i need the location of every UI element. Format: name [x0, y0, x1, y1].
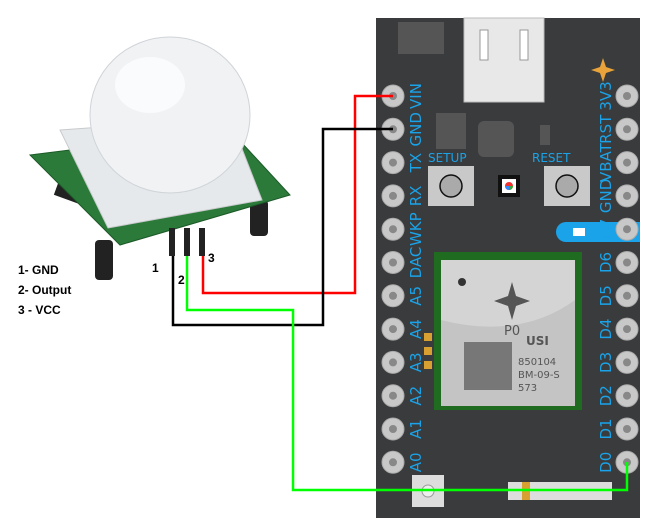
- gnd-wire: [171, 127, 393, 327]
- fresnel-dome: [89, 36, 251, 194]
- pin-hole: [389, 458, 397, 467]
- legend-vcc: 3 - VCC: [18, 303, 61, 317]
- datamatrix-code: [464, 342, 512, 390]
- module-star-icon: [494, 282, 530, 320]
- reset-button[interactable]: [544, 166, 590, 206]
- vcc-wire: [201, 94, 393, 295]
- right-pin-label: GND: [597, 179, 615, 213]
- left-pin-label: VIN: [407, 83, 425, 109]
- module-line: 850104: [518, 357, 556, 368]
- pin-hole: [623, 258, 631, 267]
- module-line: 573: [518, 383, 537, 394]
- left-pin-label: DAC: [407, 247, 425, 279]
- reset-label: RESET: [532, 151, 571, 165]
- right-pin-label: D7: [597, 219, 615, 240]
- pin-hole: [623, 191, 631, 200]
- pin-number-1: 1: [152, 261, 159, 275]
- wifi-module: P0 USI 850104 BM-09-S 573: [441, 260, 575, 406]
- pin-hole: [623, 325, 631, 334]
- pin-hole: [623, 125, 631, 134]
- right-pin-label: D6: [597, 252, 615, 273]
- left-pin-label: A0: [407, 452, 425, 472]
- pin-hole: [623, 358, 631, 367]
- output-wire: [185, 256, 629, 492]
- left-pin-label: A4: [407, 319, 425, 339]
- pir-sensor: [28, 36, 291, 280]
- rgb-led-icon: [498, 175, 520, 197]
- pin-hole: [623, 158, 631, 167]
- pin-hole: [389, 191, 397, 200]
- left-pin-label: RX: [407, 186, 425, 207]
- left-pin-label: A2: [407, 386, 425, 406]
- pin-hole: [623, 92, 631, 100]
- pin-hole: [389, 358, 397, 367]
- right-pin-label: D2: [597, 385, 615, 406]
- pin-hole: [623, 391, 631, 400]
- star-icon: [591, 58, 615, 82]
- pin-hole: [389, 391, 397, 400]
- left-pin-label: TX: [407, 153, 425, 173]
- right-pin-label: 3V3: [597, 81, 615, 110]
- pin-hole: [389, 325, 397, 334]
- left-pin-label: A1: [407, 419, 425, 439]
- pin-hole: [623, 291, 631, 300]
- pin-hole: [389, 225, 397, 234]
- pin-number-2: 2: [178, 273, 185, 287]
- module-name: P0: [504, 324, 520, 339]
- module-line: BM-09-S: [518, 370, 560, 381]
- right-pin-label: VBAT: [597, 142, 615, 182]
- usb-connector: [463, 17, 545, 103]
- pin-hole: [623, 425, 631, 433]
- setup-label: SETUP: [428, 151, 467, 165]
- right-pin-label: RST: [597, 114, 615, 144]
- pin-hole: [389, 291, 397, 300]
- left-pin-label: A3: [407, 352, 425, 372]
- right-pin-label: D3: [597, 352, 615, 373]
- legend-output: 2- Output: [18, 283, 71, 297]
- pin-hole: [623, 225, 631, 234]
- right-pin-label: D1: [597, 418, 615, 439]
- photon-board: SETUP RESET P0 USI 850104: [376, 17, 640, 518]
- pin-hole: [389, 158, 397, 167]
- setup-button[interactable]: [428, 166, 474, 206]
- left-pin-label: WKP: [407, 212, 425, 246]
- regulator-chip: [436, 113, 466, 149]
- left-pin-label: A5: [407, 286, 425, 306]
- right-pin-label: D4: [597, 319, 615, 340]
- module-brand: USI: [526, 334, 549, 348]
- pin-hole: [389, 425, 397, 433]
- pin-number-3: 3: [208, 251, 215, 265]
- right-pin-label: D0: [597, 452, 615, 473]
- right-pin-label: D5: [597, 285, 615, 306]
- pin-hole: [389, 258, 397, 267]
- left-pin-label: GND: [407, 112, 425, 146]
- legend-gnd: 1- GND: [18, 263, 59, 277]
